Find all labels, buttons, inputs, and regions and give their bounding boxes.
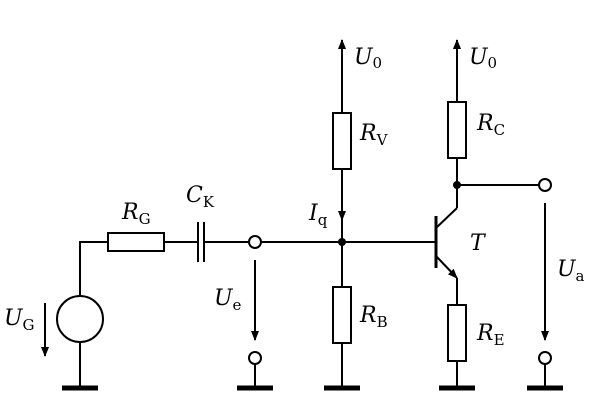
- label-ug: UG: [4, 306, 35, 334]
- transistor-emitter-lead: [435, 255, 458, 279]
- label-ck: CK: [186, 183, 215, 211]
- resistor-rg: [107, 232, 165, 252]
- label-u0-right: U0: [469, 45, 497, 72]
- wires: [79, 50, 546, 387]
- label-rb: RB: [359, 303, 388, 331]
- label-u0-left: U0: [354, 45, 382, 72]
- transistor-collector-lead: [435, 207, 458, 229]
- wire-generator-top: [79, 241, 108, 295]
- terminal-input-bottom: [248, 351, 262, 365]
- label-rv: RV: [359, 121, 389, 149]
- label-rg: RG: [121, 200, 151, 228]
- label-iq: Iq: [308, 201, 328, 229]
- terminal-output-top: [538, 178, 552, 192]
- label-rc: RC: [476, 111, 505, 139]
- label-re: RE: [476, 321, 505, 349]
- junction-base-node: [338, 238, 346, 246]
- capacitor-ck: [197, 222, 205, 262]
- label-ua: Ua: [557, 257, 585, 285]
- voltage-source-ug: [56, 295, 104, 343]
- resistor-rv: [332, 112, 352, 170]
- resistor-re: [447, 304, 467, 362]
- label-ue: Ue: [214, 286, 242, 314]
- terminal-input-top: [248, 235, 262, 249]
- junction-collector-node: [453, 181, 461, 189]
- label-transistor: T: [470, 231, 487, 256]
- transistor-t: [434, 207, 458, 279]
- resistor-rc: [447, 101, 467, 159]
- terminal-output-bottom: [538, 351, 552, 365]
- resistor-rb: [332, 286, 352, 344]
